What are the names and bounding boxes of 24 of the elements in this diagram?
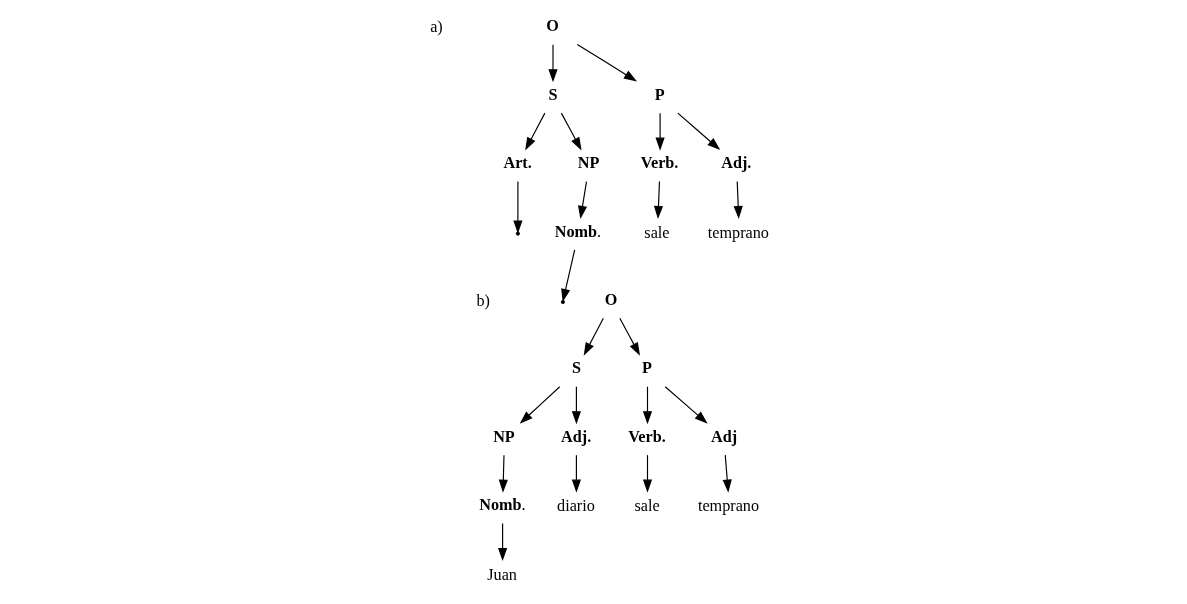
node-text: Juan [487, 565, 517, 584]
node-text: NP [577, 154, 600, 173]
node-text: temprano [707, 223, 769, 242]
label: a) [430, 18, 443, 37]
node-text: Verb. [628, 427, 666, 446]
node-text: Adj [710, 427, 738, 446]
label: b) [476, 291, 490, 310]
node-text: temprano [697, 497, 760, 516]
node-text: O [604, 291, 618, 310]
node-text: Art. [503, 154, 532, 173]
node-text: Nomb. [479, 496, 526, 515]
node-text: sale [644, 223, 670, 242]
node-text: S [548, 85, 558, 104]
node-text: Nomb. [554, 222, 602, 241]
node-text: O [546, 17, 559, 36]
node-text: S [571, 359, 581, 378]
node-text: sale [634, 497, 660, 516]
node-text: Verb. [640, 154, 679, 173]
node-text: NP [493, 427, 515, 446]
node-text: P [642, 359, 652, 378]
node-text: diario [557, 497, 595, 516]
node-text: P [654, 85, 665, 104]
node-text: Adj. [561, 427, 592, 446]
node-text: Adj. [721, 154, 752, 173]
